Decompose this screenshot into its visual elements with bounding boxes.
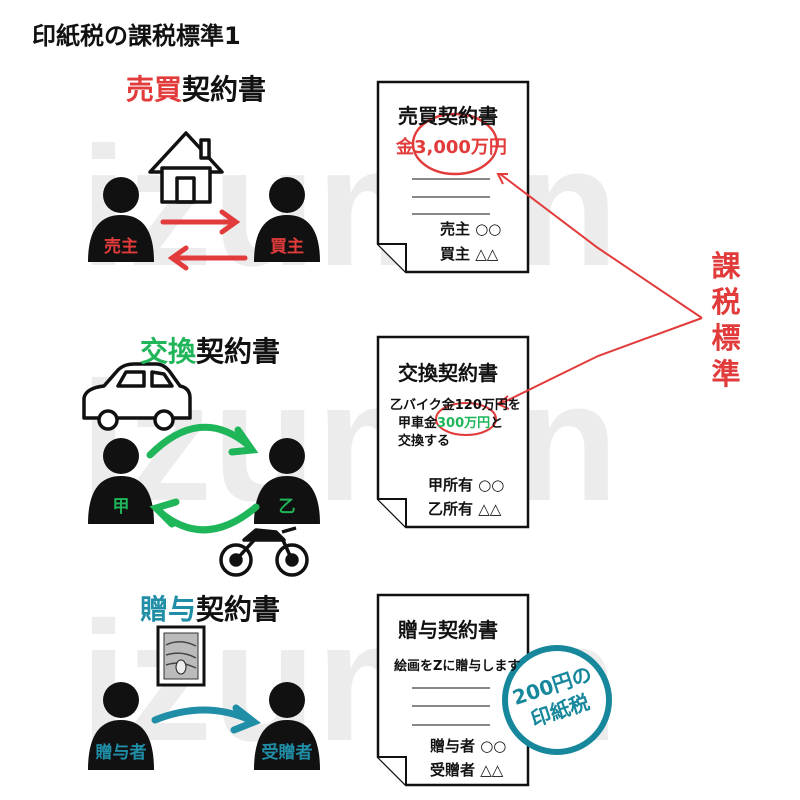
stamp-circle xyxy=(502,645,612,755)
sale-doc-party2: 買主 △△ xyxy=(440,245,499,263)
seller-person-icon xyxy=(88,177,154,262)
tax-base-char-4: 準 xyxy=(711,357,741,391)
receiver-person-icon xyxy=(254,682,320,770)
tax-base-char-1: 課 xyxy=(711,249,741,283)
exchange-heading-type: 交換 xyxy=(140,335,197,368)
gift-doc-line1: 絵画をZに贈与します xyxy=(394,659,521,674)
person-otsu-label: 乙 xyxy=(278,497,296,517)
sale-heading-type: 売買 xyxy=(126,73,183,106)
tax-base-char-3: 標 xyxy=(711,321,741,355)
exchange-heading: 交換契約書 xyxy=(140,330,280,370)
person-kou-icon xyxy=(88,438,154,524)
watermark-1: izumin xyxy=(80,112,618,302)
gift-arrow xyxy=(151,704,261,734)
person-otsu-icon xyxy=(254,438,320,524)
gift-heading-type: 贈与 xyxy=(140,593,197,626)
exchange-arrows xyxy=(146,423,260,534)
gift-heading-suffix: 契約書 xyxy=(196,593,281,626)
exchange-doc-line2: 甲車金300万円と xyxy=(398,412,503,431)
tax-base-char-2: 税 xyxy=(711,285,741,319)
page-title: 印紙税の課税標準1 xyxy=(32,22,241,50)
tax-base-label: 課 税 標 準 xyxy=(706,248,746,392)
gift-doc-party1: 贈与者 ○○ xyxy=(430,737,507,755)
painting-icon xyxy=(156,625,206,687)
exchange-doc-party1: 甲所有 ○○ xyxy=(428,476,505,494)
receiver-label: 受贈者 xyxy=(261,743,313,763)
exchange-doc-line2-prefix: 甲車金 xyxy=(398,416,438,431)
buyer-person-icon xyxy=(254,177,320,262)
exchange-doc-line2-suffix: と xyxy=(490,416,504,431)
gift-document xyxy=(376,593,530,787)
seller-label: 売主 xyxy=(104,237,138,257)
sale-heading: 売買契約書 xyxy=(126,68,266,108)
sale-doc-party1: 売主 ○○ xyxy=(440,220,502,238)
gift-doc-title: 贈与契約書 xyxy=(398,618,498,642)
house-icon xyxy=(148,131,224,204)
exchange-doc-party2: 乙所有 △△ xyxy=(428,500,502,518)
buyer-label: 買主 xyxy=(270,237,304,257)
motorcycle-icon xyxy=(219,526,309,577)
exchange-doc-amount: 300万円 xyxy=(437,416,491,431)
gift-heading: 贈与契約書 xyxy=(140,588,280,628)
giver-person-icon xyxy=(88,682,154,770)
sale-heading-suffix: 契約書 xyxy=(182,73,267,106)
exchange-heading-suffix: 契約書 xyxy=(196,335,281,368)
sale-document xyxy=(376,80,530,274)
exchange-doc-title: 交換契約書 xyxy=(398,361,498,385)
exchange-doc-line3: 交換する xyxy=(398,434,451,449)
giver-label: 贈与者 xyxy=(95,743,147,763)
car-icon xyxy=(82,362,192,431)
sale-doc-title: 売買契約書 xyxy=(398,104,498,128)
tax-base-pointers xyxy=(496,173,703,410)
exchange-document xyxy=(376,335,530,529)
sale-doc-amount: 金3,000万円 xyxy=(396,137,507,158)
gift-doc-party2: 受贈者 △△ xyxy=(430,761,504,779)
exchange-doc-line1: 乙バイク金120万円を xyxy=(390,398,521,413)
sale-arrows xyxy=(160,209,248,271)
person-kou-label: 甲 xyxy=(112,497,130,517)
